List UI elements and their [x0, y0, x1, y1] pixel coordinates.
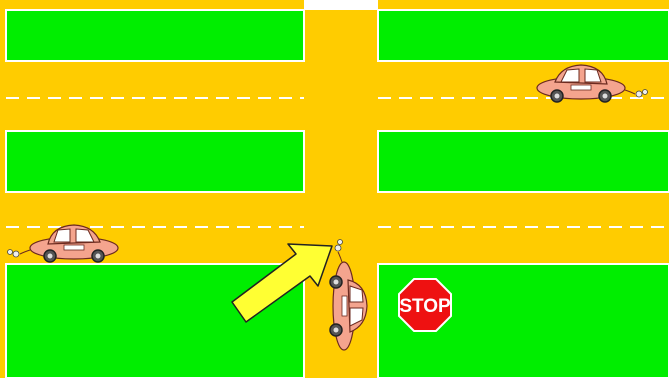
grass-block-middle-left: [5, 130, 305, 193]
stop-sign: STOP: [398, 278, 452, 332]
grass-block-top-left: [5, 9, 305, 62]
grass-block-top-right: [377, 9, 669, 62]
road-top-edge: [304, 0, 378, 10]
lane-dashes: [6, 97, 669, 228]
grass-block-middle-right: [377, 130, 669, 193]
grass-block-bottom-left: [5, 263, 305, 378]
direction-arrow: [231, 243, 333, 323]
grass-blocks: [5, 9, 669, 378]
stop-sign-label: STOP: [399, 296, 451, 317]
